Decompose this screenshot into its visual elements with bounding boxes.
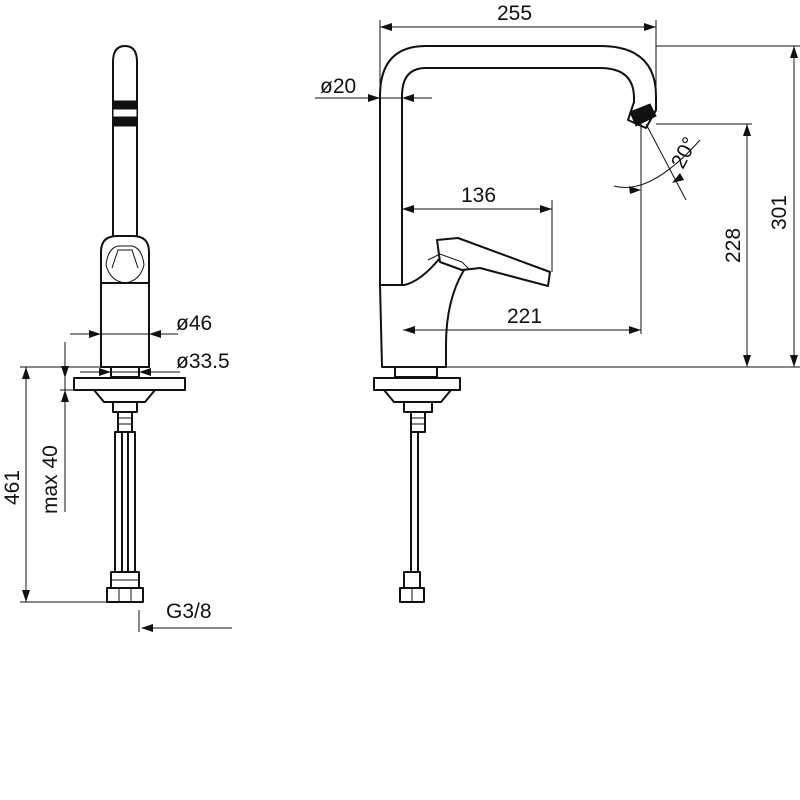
front-view: ø46 ø33.5 461 max 40 bbox=[1, 45, 232, 632]
label-width-top: 255 bbox=[497, 2, 532, 25]
label-thread: G3/8 bbox=[166, 600, 212, 623]
side-spout bbox=[379, 45, 657, 286]
label-lever-reach: 136 bbox=[461, 184, 496, 207]
label-max-thickness: max 40 bbox=[39, 445, 62, 514]
label-total-height-side: 301 bbox=[768, 195, 791, 230]
dim-dia-spout: ø20 bbox=[315, 75, 432, 102]
dim-total-height-side: 301 bbox=[768, 46, 798, 367]
front-spout bbox=[112, 45, 138, 236]
dim-total-height-front: 461 bbox=[1, 366, 111, 603]
dim-spout-reach: 221 bbox=[403, 305, 641, 334]
side-base bbox=[373, 366, 461, 603]
dim-dia-body: ø46 bbox=[70, 312, 212, 338]
front-body bbox=[100, 282, 150, 368]
front-base bbox=[73, 366, 186, 433]
dim-dia-base: ø33.5 bbox=[80, 350, 230, 376]
label-dia-body: ø46 bbox=[176, 312, 212, 335]
dim-lever-reach: 136 bbox=[402, 184, 553, 272]
label-dia-spout: ø20 bbox=[320, 75, 356, 98]
dim-outlet-height: 228 bbox=[722, 124, 751, 367]
label-dia-base: ø33.5 bbox=[176, 350, 230, 373]
side-body bbox=[379, 237, 551, 368]
dim-angle: 20° bbox=[613, 134, 702, 194]
label-spout-reach: 221 bbox=[507, 305, 542, 328]
dim-thread: G3/8 bbox=[138, 600, 232, 632]
side-view: 255 ø20 136 221 bbox=[315, 2, 800, 603]
outlet-axis bbox=[446, 45, 800, 368]
label-outlet-height: 228 bbox=[722, 228, 745, 263]
dim-max-thickness: max 40 bbox=[39, 342, 94, 514]
label-total-height-front: 461 bbox=[1, 470, 24, 505]
front-hoses bbox=[106, 431, 144, 603]
front-handle bbox=[100, 235, 150, 284]
dim-width-top: 255 bbox=[379, 2, 657, 100]
